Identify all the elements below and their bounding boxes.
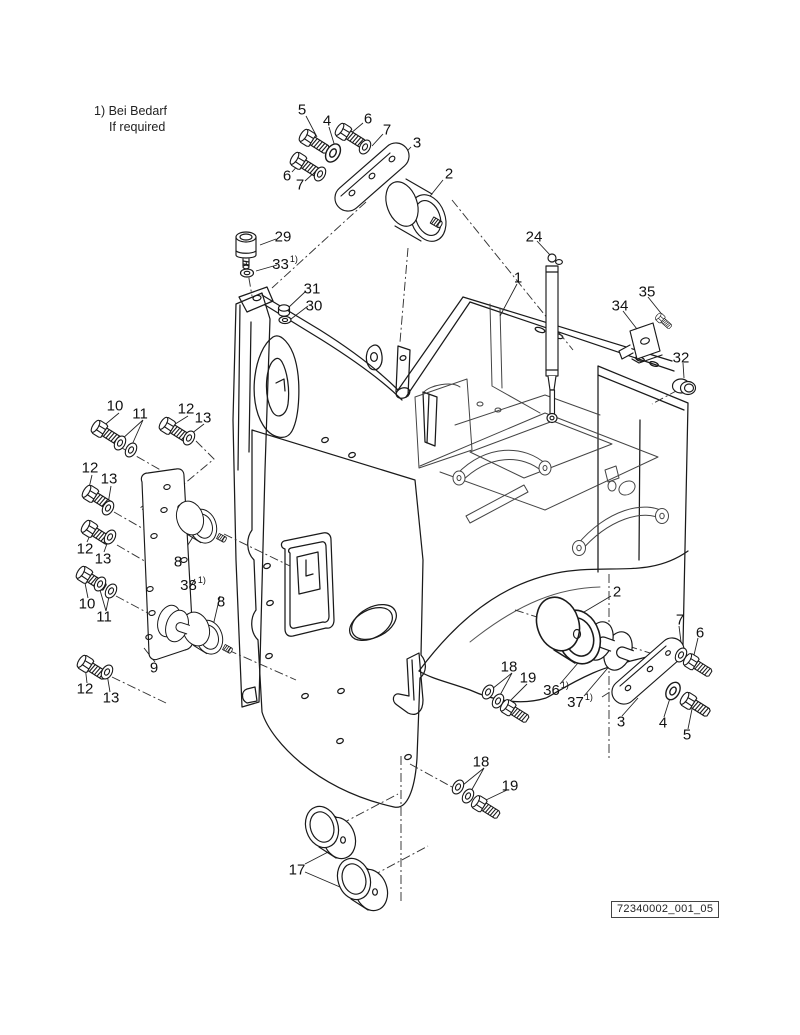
plug-32 bbox=[671, 378, 697, 396]
gas-strut-24 bbox=[545, 253, 563, 424]
bolt-6-lower bbox=[680, 651, 715, 681]
drawing-number: 72340002_001_05 bbox=[617, 903, 714, 915]
washer-33 bbox=[239, 268, 255, 278]
washer-30 bbox=[278, 315, 292, 325]
bolt-5-lower bbox=[677, 689, 714, 721]
screw-35 bbox=[653, 311, 674, 331]
washer-4-lower bbox=[662, 679, 684, 703]
footnote: 1) Bei Bedarf If required bbox=[94, 103, 167, 136]
bracket-3-top bbox=[334, 142, 410, 212]
center-lines bbox=[111, 199, 679, 902]
footnote-line-1: 1) Bei Bedarf bbox=[94, 104, 167, 118]
drawing-number-box: 72340002_001_05 bbox=[611, 901, 720, 918]
mount-17-upper bbox=[299, 801, 362, 864]
bracket-34 bbox=[618, 322, 663, 364]
mount-2-top bbox=[385, 178, 447, 242]
frame-interior bbox=[414, 303, 669, 556]
footnote-line-2: If required bbox=[109, 120, 166, 135]
mount-2-lower bbox=[529, 590, 608, 671]
parts bbox=[73, 120, 715, 916]
frame-1-drawing bbox=[232, 286, 689, 808]
bolt-19-bottom bbox=[468, 793, 503, 823]
mount-17-lower bbox=[331, 853, 394, 916]
buffer-29 bbox=[235, 231, 257, 270]
nut-31 bbox=[277, 304, 291, 317]
panel-holes bbox=[263, 436, 412, 761]
